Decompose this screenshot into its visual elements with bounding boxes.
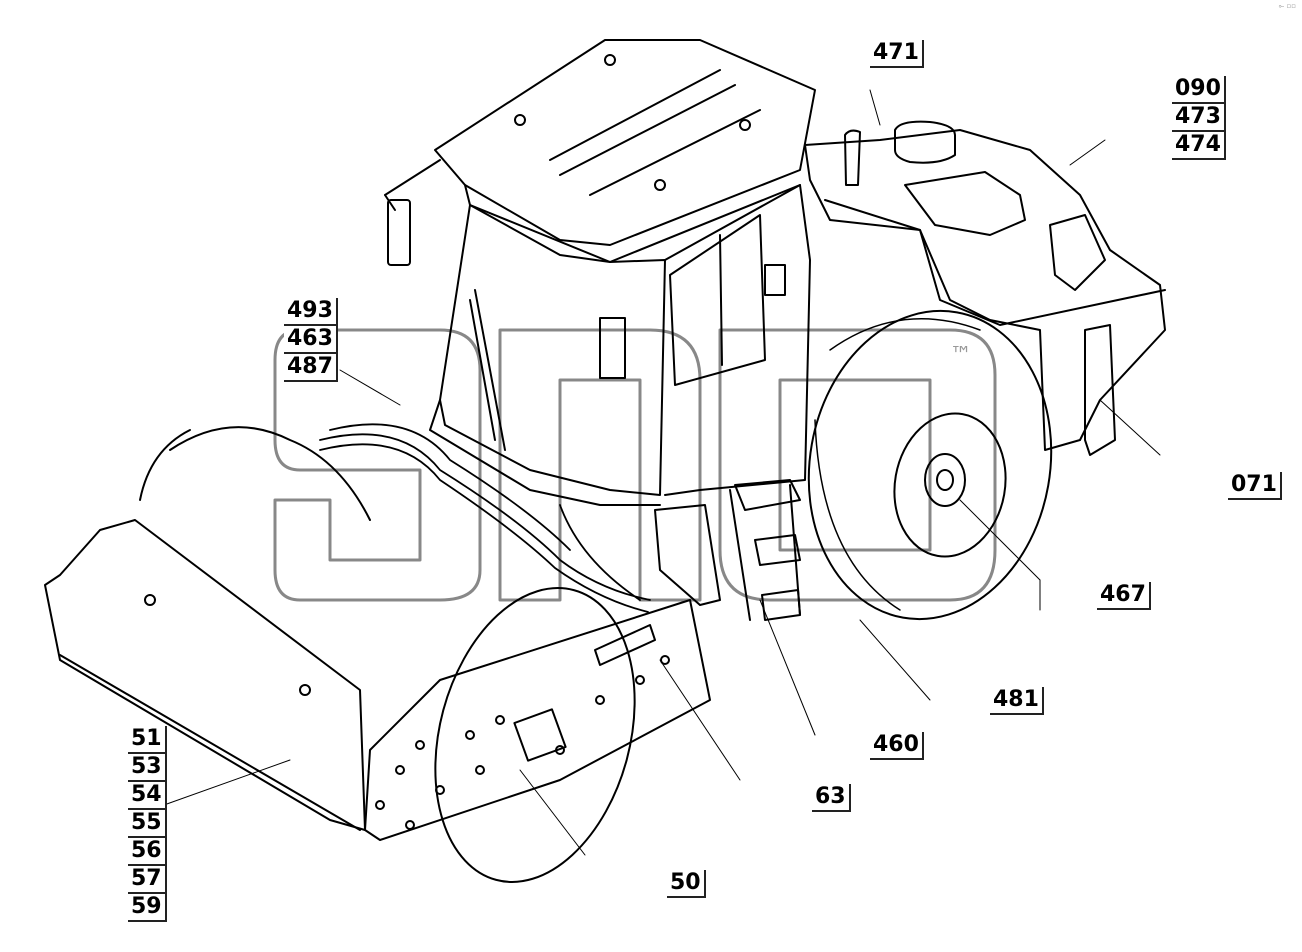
callout-59: 59 <box>128 894 167 922</box>
callout-56: 56 <box>128 838 167 866</box>
left-mirror <box>384 159 441 266</box>
drum-side-plate <box>364 599 711 841</box>
callout-481: 481 <box>990 687 1044 715</box>
watermark-tm: ™ <box>950 343 972 368</box>
access-steps <box>654 479 801 621</box>
callout-50: 50 <box>667 870 706 898</box>
callout-071: 071 <box>1228 472 1282 500</box>
callout-460: 460 <box>870 732 924 760</box>
callout-57: 57 <box>128 866 167 894</box>
callout-63: 63 <box>812 784 851 812</box>
corner-mark: ⟜ ▫▫ <box>1278 2 1296 10</box>
front-drum <box>139 426 636 883</box>
cab-body <box>429 184 811 506</box>
callout-54: 54 <box>128 782 167 810</box>
callout-473: 473 <box>1172 104 1226 132</box>
callout-090: 090 <box>1172 76 1226 104</box>
callout-467: 467 <box>1097 582 1151 610</box>
callout-493: 493 <box>284 298 338 326</box>
leader-lines <box>149 89 1161 856</box>
hydraulic-hoses <box>319 423 651 613</box>
callout-474: 474 <box>1172 132 1226 160</box>
scraper-bar <box>44 519 366 831</box>
callout-463: 463 <box>284 326 338 354</box>
callout-51: 51 <box>128 726 167 754</box>
callout-53: 53 <box>128 754 167 782</box>
cab-roof <box>434 39 816 263</box>
callout-55: 55 <box>128 810 167 838</box>
callout-471: 471 <box>870 40 924 68</box>
rear-wheel <box>807 309 1053 621</box>
watermark-logo <box>273 328 997 602</box>
engine-hood <box>804 120 1166 456</box>
callout-487: 487 <box>284 354 338 382</box>
